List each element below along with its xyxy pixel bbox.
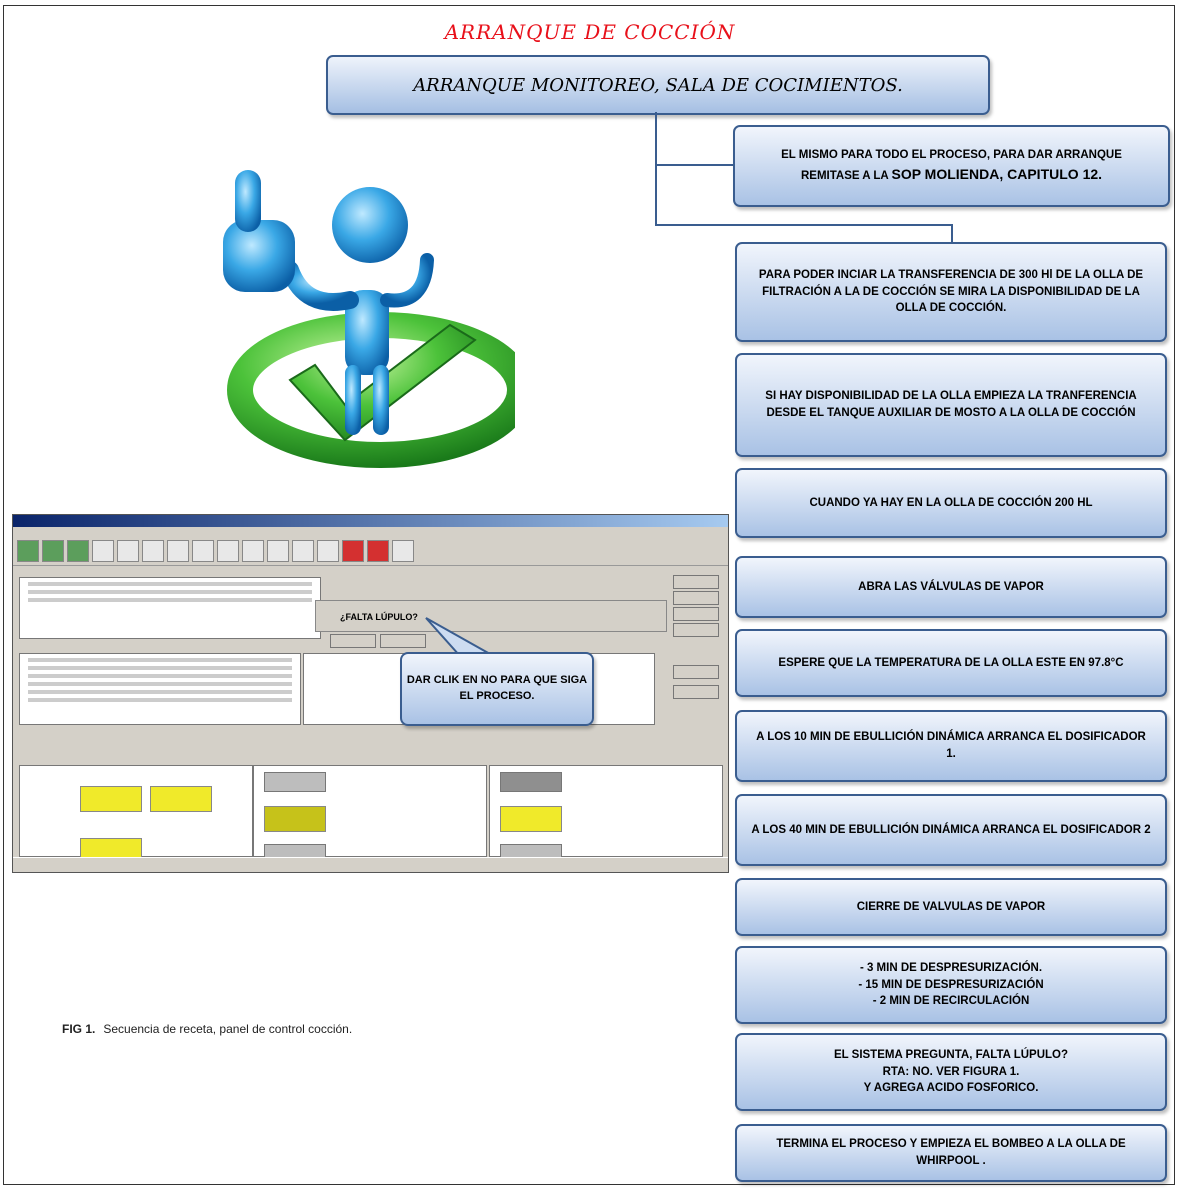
unit-procedure-chart [19,765,253,864]
page-frame [3,5,1175,1185]
figure-head [332,187,408,263]
connector-line [655,224,952,226]
toolbar-icon [267,540,289,562]
toolbar-icon [292,540,314,562]
taskbar [13,857,728,872]
figure-caption: FIG 1. Secuencia de receta, panel de cont… [62,1022,352,1036]
thumbs-up-check-illustration [223,170,515,468]
step-box: - 3 MIN DE DESPRESURIZACIÓN. - 15 MIN DE… [735,946,1167,1024]
falta-lupulo-dialog [315,600,667,632]
step-text: CIERRE DE VALVULAS DE VAPOR [856,900,1046,913]
toolbar-icon [392,540,414,562]
step-text: SI HAY DISPONIBILIDAD DE LA OLLA EMPIEZA… [765,390,1137,419]
step-box: A LOS 10 MIN DE EBULLICIÓN DINÁMICA ARRA… [735,710,1167,782]
window-title-bar [13,515,728,527]
step-box: ESPERE QUE LA TEMPERATURA DE LA OLLA EST… [735,629,1167,697]
dialog-question: ¿FALTA LÚPULO? [340,612,418,622]
toolbar-icon [317,540,339,562]
step-box: CUANDO YA HAY EN LA OLLA DE COCCIÓN 200 … [735,468,1167,538]
panel-button[interactable] [673,685,719,699]
toolbar-icon [342,540,364,562]
step-text: - 3 MIN DE DESPRESURIZACIÓN. [859,961,1043,974]
step-box: ABRA LAS VÁLVULAS DE VAPOR [735,556,1167,618]
toolbar-icon [217,540,239,562]
operations-chart [253,765,487,864]
toolbar-icon [42,540,64,562]
step-box: CIERRE DE VALVULAS DE VAPOR [735,878,1167,936]
control-panel-screenshot [12,514,729,873]
step-emphasis: SOP MOLIENDA, CAPITULO 12. [891,166,1103,182]
toolbar [13,537,728,566]
step-text: RTA: NO. VER FIGURA 1. [882,1065,1020,1078]
step-text: PARA PODER INCIAR LA TRANSFERENCIA DE 30… [758,268,1144,315]
step-box: TERMINA EL PROCESO Y EMPIEZA EL BOMBEO A… [735,1124,1167,1182]
caption-label: FIG 1. [62,1022,96,1036]
step-box: EL MISMO PARA TODO EL PROCESO, PARA DAR … [733,125,1170,207]
toolbar-icon [67,540,89,562]
toolbar-icon [242,540,264,562]
step-text: - 2 MIN DE RECIRCULACIÓN [872,995,1030,1008]
step-text: A LOS 40 MIN DE EBULLICIÓN DINÁMICA ARRA… [751,823,1151,836]
panel-button[interactable] [673,665,719,679]
dialog-no-button[interactable] [380,634,426,648]
panel-button[interactable] [673,591,719,605]
step-box: EL SISTEMA PREGUNTA, FALTA LÚPULO? RTA: … [735,1033,1167,1111]
menu-bar [13,527,728,537]
step-text: ESPERE QUE LA TEMPERATURA DE LA OLLA EST… [778,656,1124,669]
step-box: A LOS 40 MIN DE EBULLICIÓN DINÁMICA ARRA… [735,794,1167,866]
step-text: EL SISTEMA PREGUNTA, FALTA LÚPULO? [833,1048,1069,1061]
connector-line [655,164,735,166]
toolbar-icon [142,540,164,562]
callout-box: DAR CLIK EN NO PARA QUE SIGA EL PROCESO. [400,652,594,726]
thumbs-up-icon [223,220,295,292]
step-text: Y AGREGA ACIDO FOSFORICO. [863,1082,1039,1095]
step-text: CUANDO YA HAY EN LA OLLA DE COCCIÓN 200 … [809,496,1093,509]
step-text: A LOS 10 MIN DE EBULLICIÓN DINÁMICA ARRA… [756,731,1146,760]
panel-button[interactable] [673,575,719,589]
toolbar-icon [367,540,389,562]
panel-button[interactable] [673,607,719,621]
caption-text: Secuencia de receta, panel de control co… [103,1022,353,1036]
step-text: - 15 MIN DE DESPRESURIZACIÓN [858,978,1044,991]
header-box: ARRANQUE MONITOREO, SALA DE COCIMIENTOS. [326,55,990,115]
toolbar-icon [17,540,39,562]
step-text: REMITASE A LA [800,170,892,182]
step-text: EL MISMO PARA TODO EL PROCESO, PARA DAR … [781,149,1122,162]
page-title: ARRANQUE DE COCCIÓN [444,20,736,44]
units-table [19,577,321,639]
step-box: SI HAY DISPONIBILIDAD DE LA OLLA EMPIEZA… [735,353,1167,457]
phases-chart [489,765,723,864]
dialog-yes-button[interactable] [330,634,376,648]
step-text: ABRA LAS VÁLVULAS DE VAPOR [858,580,1044,593]
toolbar-icon [167,540,189,562]
toolbar-icon [117,540,139,562]
connector-line [655,112,657,226]
step-box: PARA PODER INCIAR LA TRANSFERENCIA DE 30… [735,242,1167,342]
toolbar-icon [92,540,114,562]
step-text: TERMINA EL PROCESO Y EMPIEZA EL BOMBEO A… [776,1138,1126,1167]
panel-button[interactable] [673,623,719,637]
parameters-table [19,653,301,725]
connector-line [951,224,953,242]
toolbar-icon [192,540,214,562]
